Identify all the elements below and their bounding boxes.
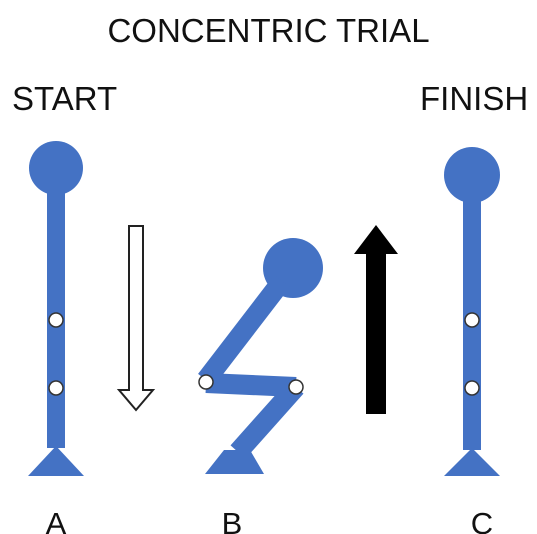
- finish-label: FINISH: [420, 80, 529, 117]
- figure-c-head: [444, 147, 500, 203]
- figure-b-hip-joint: [198, 374, 214, 390]
- figure-a-foot: [28, 446, 84, 476]
- figure-c-knee-joint: [464, 380, 480, 396]
- figure-a-knee-joint: [48, 380, 64, 396]
- arrow-down-outline-icon: [116, 225, 156, 412]
- arrow-up-solid-icon: [354, 225, 398, 414]
- figure-b-squatting: [198, 238, 323, 474]
- panel-label-b: B: [221, 506, 243, 534]
- figure-b-shin: [230, 380, 304, 459]
- figure-a-hip-joint: [48, 312, 64, 328]
- panel-label-a: A: [45, 506, 67, 534]
- figure-b-foot: [205, 450, 264, 474]
- figure-c-standing: [444, 147, 500, 476]
- figure-b-thigh: [205, 373, 297, 397]
- figure-b-torso: [198, 274, 290, 387]
- figure-a-head: [29, 141, 83, 195]
- figure-b-knee-joint: [288, 379, 304, 395]
- figure-a-standing: [28, 141, 84, 476]
- diagram-title: CONCENTRIC TRIAL: [107, 12, 430, 49]
- figure-c-hip-joint: [464, 312, 480, 328]
- figure-c-foot: [444, 448, 500, 476]
- start-label: START: [12, 80, 118, 117]
- panel-label-c: C: [470, 506, 494, 534]
